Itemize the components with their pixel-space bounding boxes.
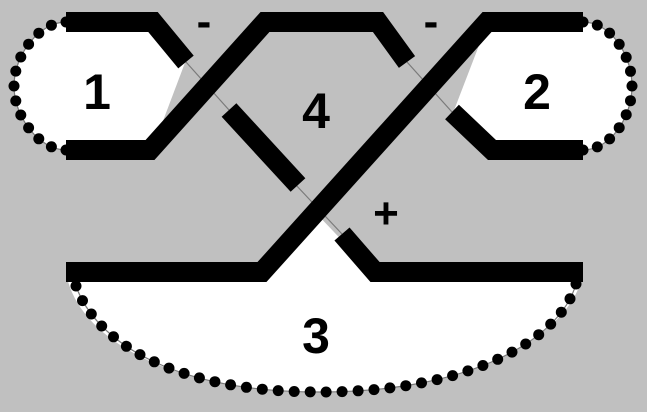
dotted-arc-region-1-dot [60,16,72,28]
dotted-arc-region-1-dot [15,51,27,63]
dotted-arc-region-3-dot [108,331,119,343]
dotted-arc-region-3-dot [70,280,82,292]
region-1-fill [14,22,186,150]
dotted-arc-region-1-dot [33,27,45,39]
region-4-label: 4 [302,83,330,139]
crossing-sign-bottom: + [373,189,399,238]
dotted-arc-region-3-dot [368,384,380,396]
dotted-arc-region-3-dot [492,353,504,365]
strand-lower-left-over [66,12,416,160]
crossing-sign-right: - [424,0,439,46]
dotted-arc-region-3-dot [288,386,300,397]
region-3-label: 3 [302,308,330,364]
dotted-arc-region-3-dot [148,356,160,368]
dotted-arc-region-2-dot [625,95,636,107]
dotted-arc-region-3-dot [477,360,489,371]
dotted-arc-region-2-dot [577,144,589,156]
strand-bottom-right-under [334,227,583,282]
dotted-arc-region-1-dot [33,133,45,145]
dotted-arc-region-1-dot [10,65,22,77]
dotted-arc-region-3-dot [416,377,427,389]
strand-upper-left-arm [66,11,194,69]
dotted-arc-region-3-dot [256,383,268,395]
dotted-arc-region-2-dot [604,133,616,145]
region-2-fill [453,22,632,150]
dotted-arc-region-3-dot [447,370,459,382]
strand-right-under-stub [221,103,306,192]
dotted-arc-region-3-dot [384,382,396,394]
dotted-arc-region-1-dot [45,19,57,31]
dotted-arc-region-2-dot [591,19,603,31]
dotted-arc-region-1-dot [8,80,20,92]
dotted-arc-region-2-dot [604,27,616,39]
dotted-arc-region-3-dot [163,362,175,374]
dotted-arc-region-3-dot [533,329,545,341]
crossing-sign-left: - [197,0,212,46]
dotted-arc-region-3-dot [120,340,132,352]
dotted-arc-region-3-dot [272,385,284,397]
dotted-arc-region-2-dot [591,141,603,153]
dotted-arc-region-2-dot [626,80,638,92]
region-3-fill [66,212,583,392]
dotted-arc-region-1-dot [10,95,22,107]
dotted-arc-region-3-dot [209,376,221,388]
dotted-arc-region-1-dot [23,122,35,134]
dotted-arc-region-2-dot [613,38,625,50]
dotted-arc-region-2-dot [620,109,632,121]
dotted-arc-region-3-dot [134,349,146,361]
dotted-arc-region-3-dot [240,381,252,393]
dotted-arc-region-1-dot [15,109,27,121]
dotted-arc-region-3-dot [564,293,576,305]
dotted-arc-region-2-dot [620,51,632,63]
dotted-arc-region-1-dot [60,144,72,156]
dotted-arc-region-3-dot [520,338,532,350]
dotted-arc-region-3-dot [304,386,316,398]
dotted-arc-region-2-dot [577,16,589,28]
strand-right-lower-arm [445,104,583,160]
dotted-arc-region-3-dot [462,365,474,377]
dotted-arc-region-3-dot [506,346,518,358]
dotted-arc-region-1-dot [45,141,57,153]
region-1-label: 1 [83,64,111,120]
strand-long-diagonal-over [66,12,583,282]
dotted-arc-region-3-dot [545,318,557,330]
dotted-arc-region-3-dot [225,379,237,391]
dotted-arc-region-1-dot [23,38,35,50]
dotted-arc-region-3-dot [400,380,412,392]
region-2-label: 2 [523,64,551,120]
dotted-arc-region-2-dot [613,122,625,134]
dotted-arc-region-3-dot [193,372,205,384]
dotted-arc-region-3-dot [555,306,567,318]
dotted-arc-region-3-dot [352,385,364,397]
dotted-arc-region-2-dot [625,65,636,77]
dotted-arc-region-3-dot [336,386,348,398]
dotted-arcs [8,16,638,398]
dotted-arc-region-3-dot [320,386,332,398]
dotted-arc-region-3-dot [77,295,88,307]
dotted-arc-region-3-dot [178,367,190,379]
dotted-arc-region-3-dot [96,320,108,332]
dotted-arc-region-3-dot [431,374,443,386]
dotted-arc-region-3-dot [570,278,582,290]
dotted-arc-region-3-dot [85,308,97,320]
